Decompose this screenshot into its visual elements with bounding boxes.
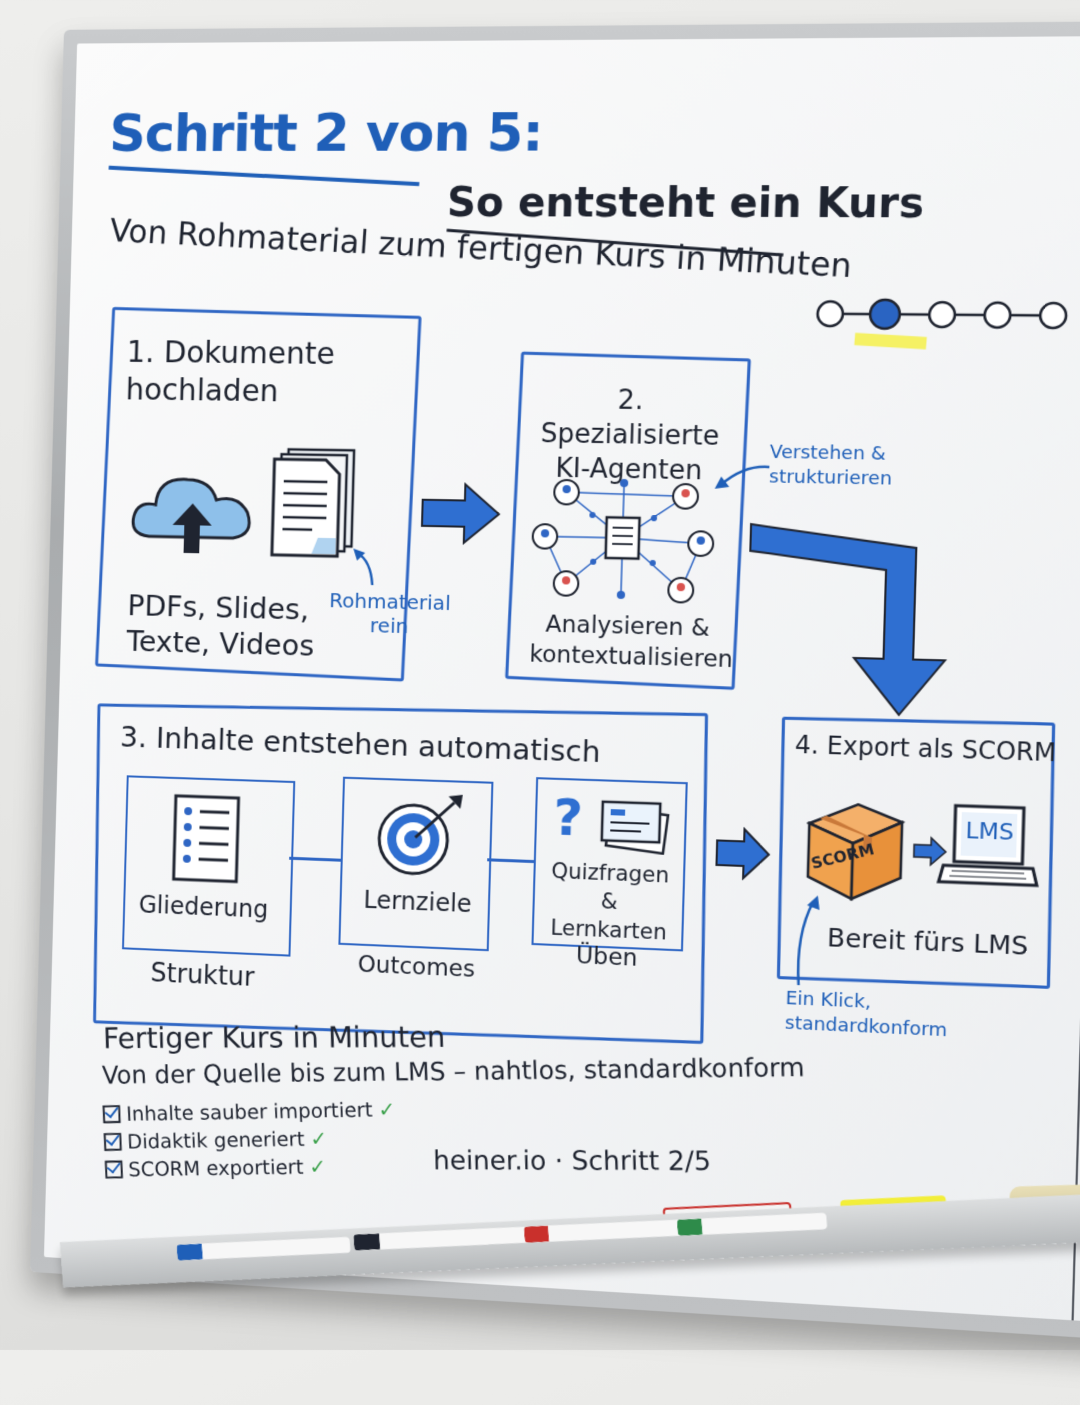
question-mark-icon: ? [553, 788, 584, 848]
target-icon [374, 790, 465, 880]
progress-dots-icon [815, 293, 1071, 336]
curved-arrow-icon [790, 892, 824, 988]
curved-arrow-icon [713, 460, 772, 492]
quiz-sub: Üben [576, 943, 638, 972]
main-title: So entsteht ein Kurs [446, 180, 924, 228]
checklist-item-label: Didaktik generiert [127, 1127, 305, 1154]
export-note: Ein Klick, standardkonform [785, 987, 966, 1045]
agents-note: Verstehen & strukturieren [769, 440, 896, 491]
marker-red [524, 1219, 682, 1242]
quiz-label: Quizfragen & Lernkarten [542, 856, 678, 947]
title-underline [109, 166, 420, 187]
checkbox-icon [105, 1161, 123, 1179]
laptop-icon [936, 799, 1041, 898]
checkbox-icon [103, 1105, 121, 1123]
arrow-right-icon [419, 482, 501, 546]
arrow-right-icon [714, 826, 772, 881]
summary-checklist: Inhalte sauber importiert ✓ Didaktik gen… [102, 1095, 398, 1183]
step-title: Schritt 2 von 5: [109, 103, 544, 164]
whiteboard-surface: Schritt 2 von 5: So entsteht ein Kurs Vo… [44, 36, 1080, 1325]
objectives-sub: Outcomes [357, 952, 475, 983]
curved-arrow-icon [350, 547, 381, 588]
outline-sub: Struktur [150, 958, 255, 992]
marker-blue [176, 1237, 350, 1261]
progress-indicator [815, 293, 1071, 336]
marker-black [353, 1226, 531, 1250]
check-mark-icon: ✓ [309, 1154, 327, 1178]
checklist-icon [171, 793, 244, 885]
highlight-mark [854, 333, 927, 350]
check-mark-icon: ✓ [378, 1097, 396, 1121]
checkbox-icon [104, 1133, 122, 1151]
upload-heading: 1. Dokumente hochladen [125, 334, 363, 412]
lms-label: LMS [965, 818, 1014, 846]
summary-title: Fertiger Kurs in Minuten [103, 1020, 446, 1055]
upload-caption-line-1: PDFs, Slides, [127, 587, 316, 627]
checklist-item-label: Inhalte sauber importiert [126, 1097, 373, 1125]
summary-line: Von der Quelle bis zum LMS – nahtlos, st… [101, 1053, 805, 1090]
upload-caption-line-2: Texte, Videos [126, 623, 315, 664]
elbow-arrow-icon [744, 520, 956, 721]
cloud-upload-icon [127, 459, 259, 561]
objectives-label: Lernziele [363, 886, 472, 919]
agents-caption: Analysieren & kontextualisieren [529, 609, 726, 675]
board-divider-line [1072, 36, 1080, 1320]
checklist-item: SCORM exportiert ✓ [105, 1151, 399, 1183]
documents-icon [268, 445, 360, 559]
check-mark-icon: ✓ [310, 1126, 328, 1150]
marker-green [677, 1213, 828, 1236]
flashcards-icon [597, 798, 670, 855]
checklist-item-label: SCORM exportiert [128, 1155, 304, 1181]
checklist-item: Didaktik generiert ✓ [103, 1123, 396, 1156]
outline-label: Gliederung [138, 891, 268, 924]
upload-caption: PDFs, Slides, Texte, Videos [126, 587, 316, 663]
agent-network-icon [527, 473, 721, 605]
upload-note: Rohmaterial rein [327, 588, 452, 639]
footer-signature: heiner.io · Schritt 2/5 [433, 1146, 712, 1177]
